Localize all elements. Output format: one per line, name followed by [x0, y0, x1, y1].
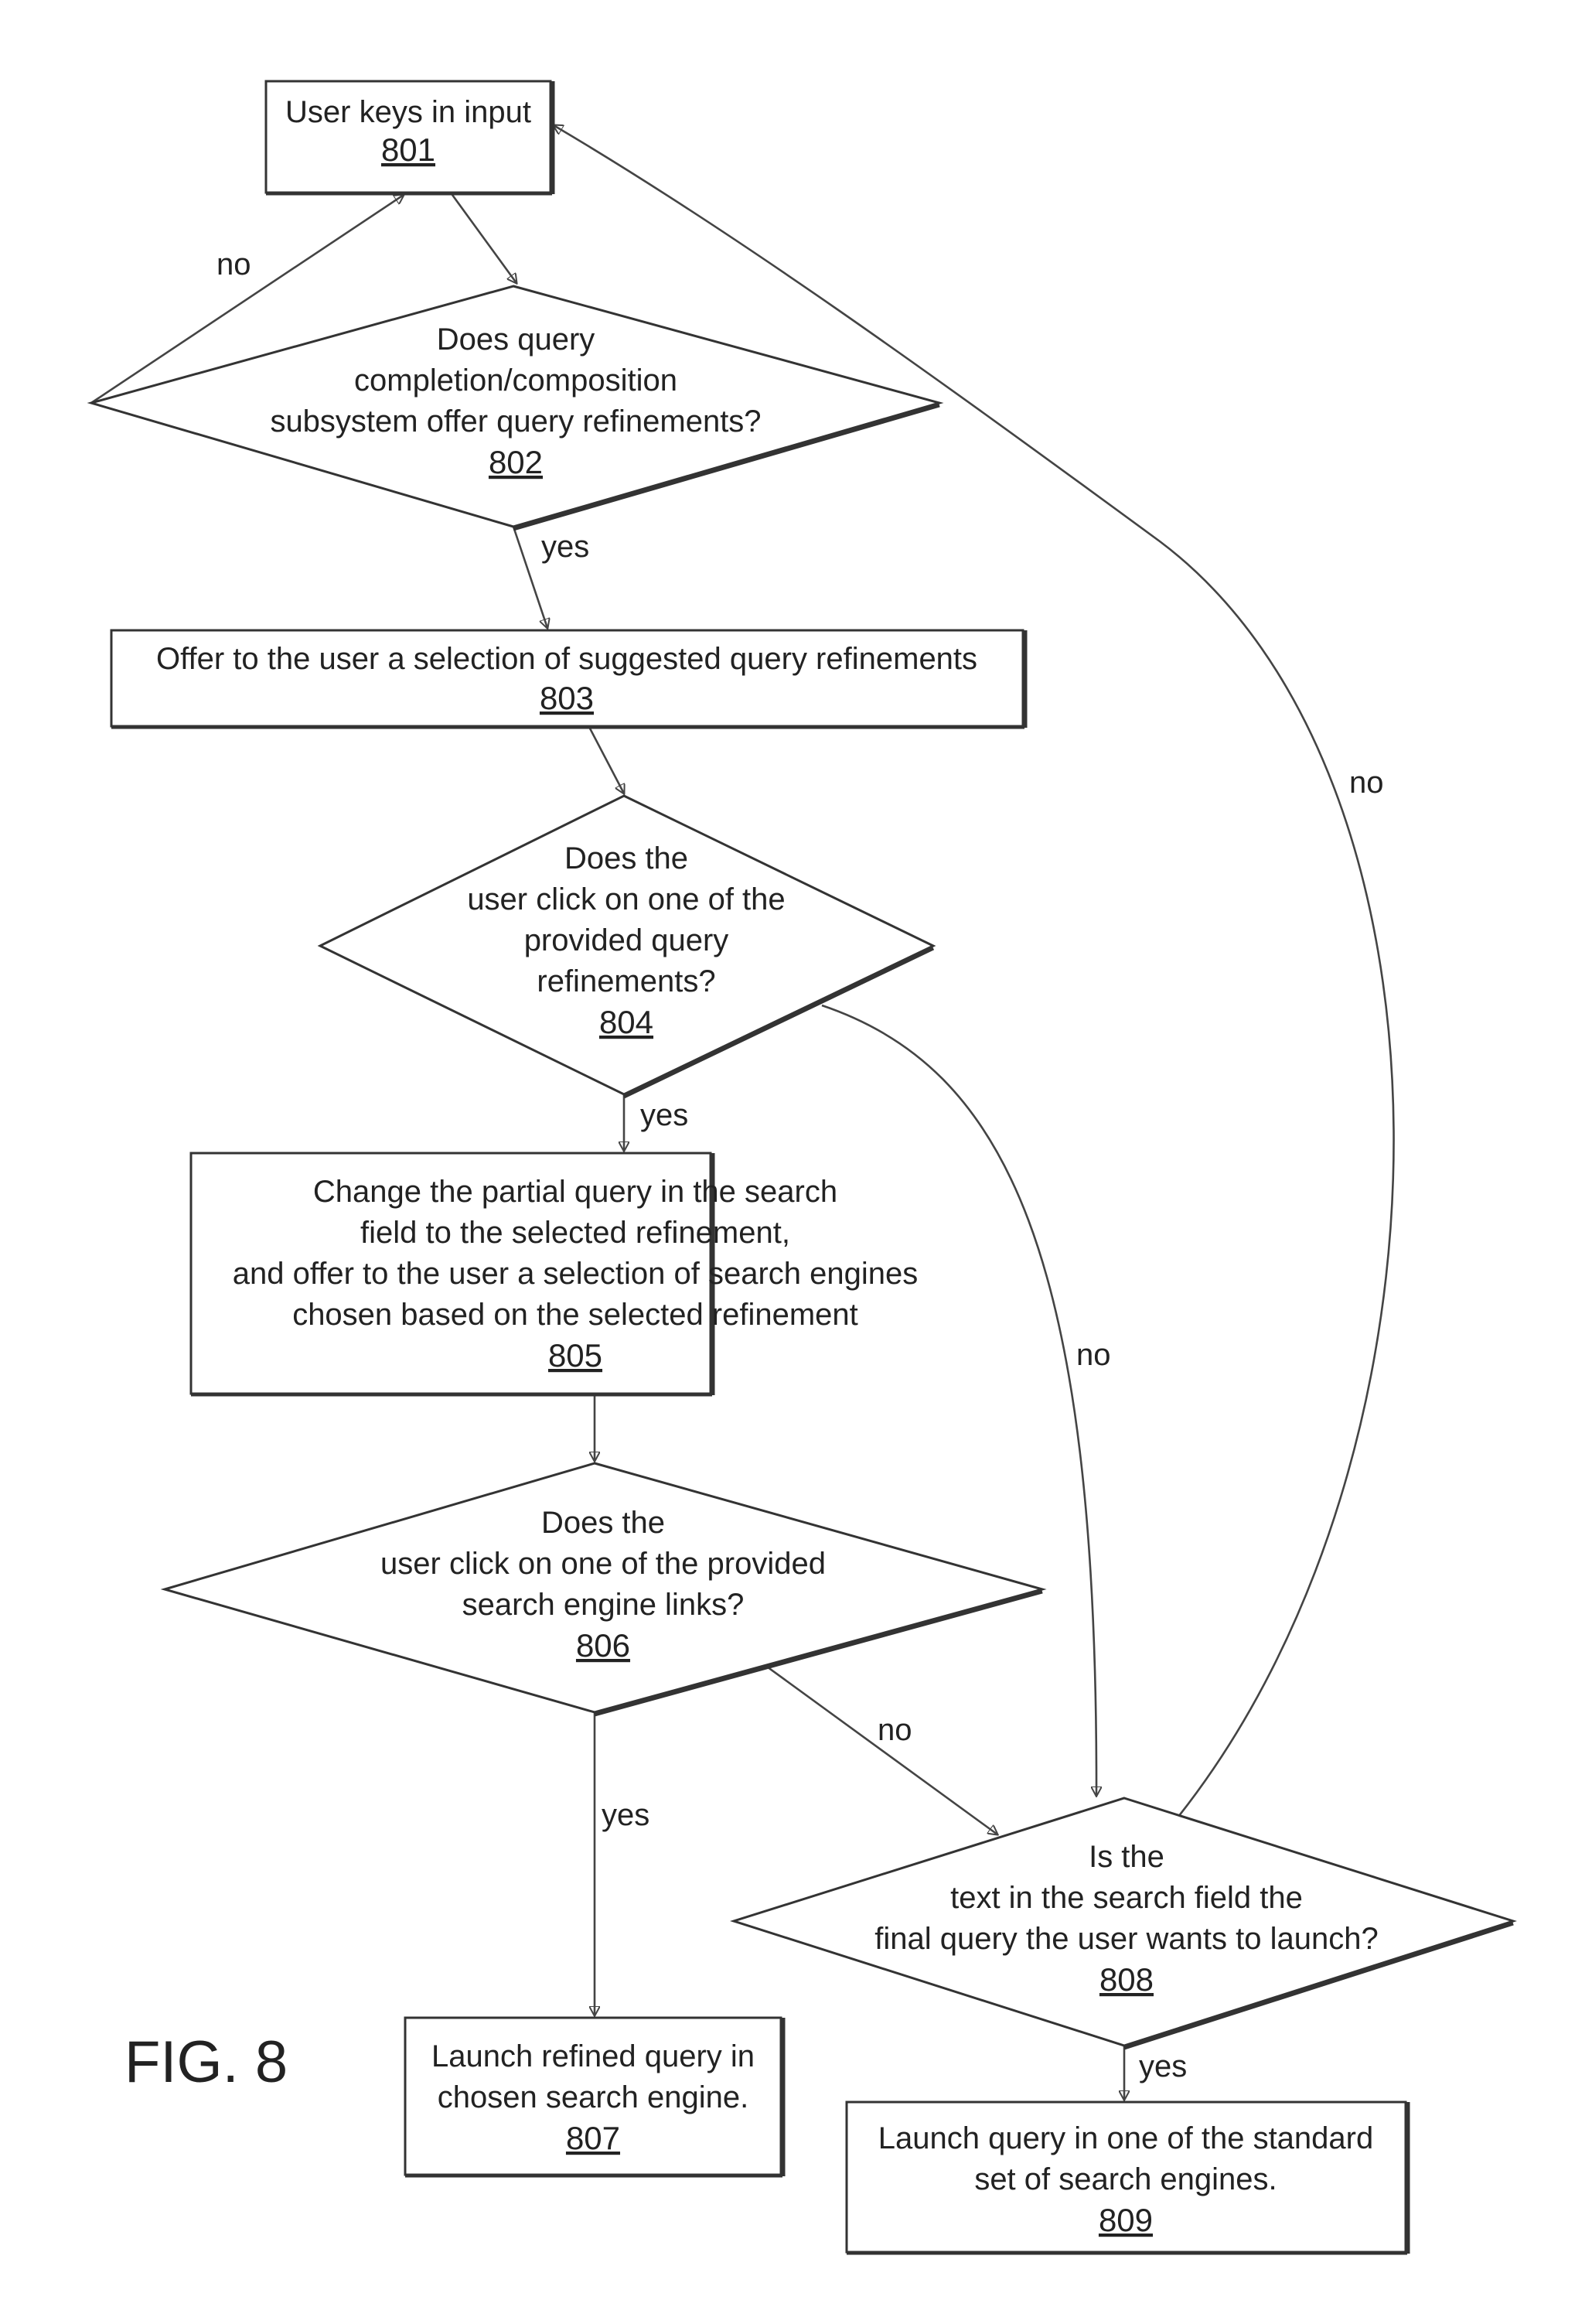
- edge-label-804-yes: yes: [640, 1098, 688, 1132]
- node-807: Launch refined query in chosen search en…: [404, 2016, 786, 2178]
- node-806-ref: 806: [576, 1627, 630, 1664]
- node-804-line-2: user click on one of the: [467, 882, 785, 916]
- node-805-ref: 805: [548, 1337, 602, 1374]
- edge-label-802-no: no: [216, 247, 251, 282]
- node-808-diamond: [730, 1797, 1517, 2047]
- node-807-ref: 807: [566, 2120, 620, 2156]
- edge-804-to-808: [821, 1004, 1096, 1796]
- node-806: Does the user click on one of the provid…: [160, 1462, 1047, 1717]
- edge-806-to-808: [761, 1661, 997, 1834]
- edge-802-to-801: [90, 195, 404, 404]
- node-807-line-1: Launch refined query in: [431, 2039, 755, 2073]
- edge-label-808-yes: yes: [1139, 2049, 1187, 2083]
- node-804-ref: 804: [599, 1004, 653, 1040]
- node-809-line-2: set of search engines.: [974, 2162, 1277, 2196]
- node-805-line-3: and offer to the user a selection of sea…: [233, 1257, 919, 1291]
- node-806-diamond: [160, 1462, 1047, 1714]
- node-809: Launch query in one of the standard set …: [845, 2100, 1410, 2255]
- node-803-box: [110, 629, 1024, 728]
- node-805-box: [189, 1152, 712, 1395]
- figure-label: FIG. 8: [124, 2029, 288, 2095]
- edge-802-to-803: [512, 526, 547, 628]
- node-803-text: Offer to the user a selection of suggest…: [156, 642, 977, 676]
- edge-label-802-yes: yes: [541, 530, 589, 564]
- node-807-line-2: chosen search engine.: [438, 2080, 749, 2114]
- node-808-line-1: Is the: [1089, 1840, 1164, 1874]
- node-809-ref: 809: [1099, 2202, 1153, 2238]
- node-802-diamond: [87, 285, 944, 528]
- node-802: Does query completion/composition subsys…: [87, 285, 944, 531]
- node-806-line-2: user click on one of the provided: [380, 1547, 826, 1581]
- node-805-line-4: chosen based on the selected refinement: [292, 1298, 858, 1332]
- node-804-line-4: refinements?: [537, 964, 715, 998]
- edge-803-to-804: [588, 726, 624, 793]
- node-804-diamond: [317, 794, 936, 1096]
- node-802-line-3: subsystem offer query refinements?: [270, 404, 761, 439]
- node-804: Does the user click on one of the provid…: [317, 794, 936, 1099]
- edge-801-to-802: [451, 194, 516, 283]
- node-808-line-2: text in the search field the: [950, 1881, 1303, 1915]
- node-802-line-1: Does query: [437, 322, 595, 357]
- edge-808-to-801: [554, 125, 1395, 1821]
- node-805-line-2: field to the selected refinement,: [360, 1216, 790, 1250]
- edge-label-806-no: no: [878, 1713, 912, 1747]
- node-807-box: [404, 2016, 782, 2176]
- node-808-line-3: final query the user wants to launch?: [874, 1922, 1379, 1956]
- edge-label-806-yes: yes: [602, 1798, 649, 1832]
- node-802-line-2: completion/composition: [354, 363, 677, 398]
- edges: [90, 125, 1395, 2100]
- node-805: Change the partial query in the search f…: [189, 1152, 919, 1397]
- node-802-ref: 802: [489, 444, 543, 480]
- node-803: Offer to the user a selection of suggest…: [110, 629, 1028, 729]
- node-804-line-3: provided query: [524, 923, 729, 957]
- node-808: Is the text in the search field the fina…: [730, 1797, 1517, 2050]
- node-804-line-1: Does the: [564, 841, 688, 875]
- node-809-box: [845, 2100, 1407, 2254]
- node-809-line-1: Launch query in one of the standard: [878, 2121, 1373, 2155]
- node-808-ref: 808: [1099, 1961, 1154, 1998]
- node-805-line-1: Change the partial query in the search: [313, 1175, 837, 1209]
- node-806-line-1: Does the: [541, 1506, 665, 1540]
- node-806-line-3: search engine links?: [462, 1588, 745, 1622]
- edge-label-808-no: no: [1349, 766, 1384, 800]
- node-801-box: [264, 80, 552, 194]
- edge-labels: no yes yes no yes no yes no: [216, 247, 1384, 2083]
- node-801-text: User keys in input: [285, 95, 531, 129]
- node-801: User keys in input 801: [264, 80, 555, 196]
- edge-label-804-no: no: [1076, 1338, 1111, 1372]
- node-801-ref: 801: [381, 131, 435, 168]
- node-803-ref: 803: [540, 680, 594, 716]
